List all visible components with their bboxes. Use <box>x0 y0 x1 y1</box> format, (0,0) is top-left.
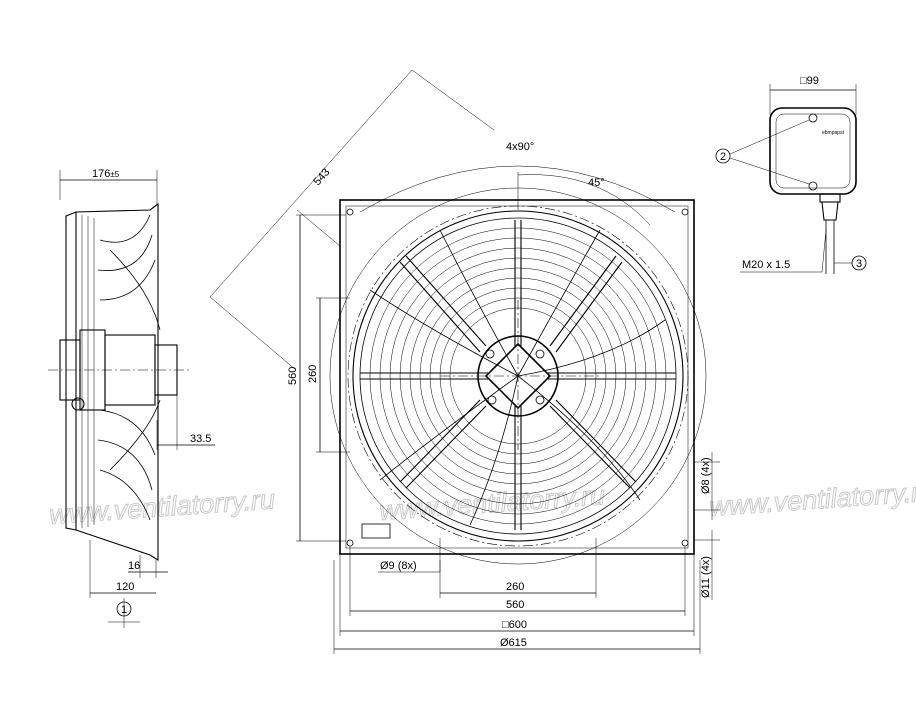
dim-260-vertical: 260 <box>307 365 319 383</box>
callout-2: 2 <box>720 151 726 163</box>
label-dia-9: Ø9 (8x) <box>380 560 417 572</box>
front-view: 543 4x90° 45° 560 260 Ø9 (8x) 260 560 <box>209 69 720 654</box>
watermark-text-3: www.ventilatorry.ru <box>708 476 916 522</box>
terminal-box <box>769 107 857 195</box>
mounting-plate <box>339 199 695 555</box>
watermark: www.ventilatorry.ru www.ventilatorry.ru … <box>48 476 916 531</box>
label-dia-11: Ø11 (4x) <box>700 556 712 598</box>
watermark-text-1: www.ventilatorry.ru <box>48 484 276 530</box>
dim-33-5: 33.5 <box>190 433 211 445</box>
label-dia-8: Ø8 (4x) <box>700 457 712 494</box>
dim-square-600: □600 <box>502 619 527 631</box>
dim-box-99: □99 <box>800 75 819 87</box>
callout-1: 1 <box>121 604 127 616</box>
dim-560-vertical: 560 <box>287 367 299 385</box>
callout-3: 3 <box>856 258 862 270</box>
dim-120: 120 <box>116 581 134 593</box>
label-45: 45° <box>588 177 605 189</box>
brand-label: ebmpapst <box>822 130 845 136</box>
label-m20: M20 x 1.5 <box>742 259 790 271</box>
dim-dia-615: Ø615 <box>500 637 527 649</box>
dim-176: 176±5 <box>92 168 120 180</box>
dim-260-bottom: 260 <box>506 581 524 593</box>
terminal-box-view: □99 ebmpapst 2 M20 x 1.5 3 <box>715 75 867 274</box>
dim-560-bottom: 560 <box>506 599 524 611</box>
dim-543: 543 <box>311 166 332 188</box>
dim-16: 16 <box>128 560 140 572</box>
side-view: 176±5 33.5 16 120 <box>48 168 215 628</box>
label-4x90: 4x90° <box>506 141 534 153</box>
